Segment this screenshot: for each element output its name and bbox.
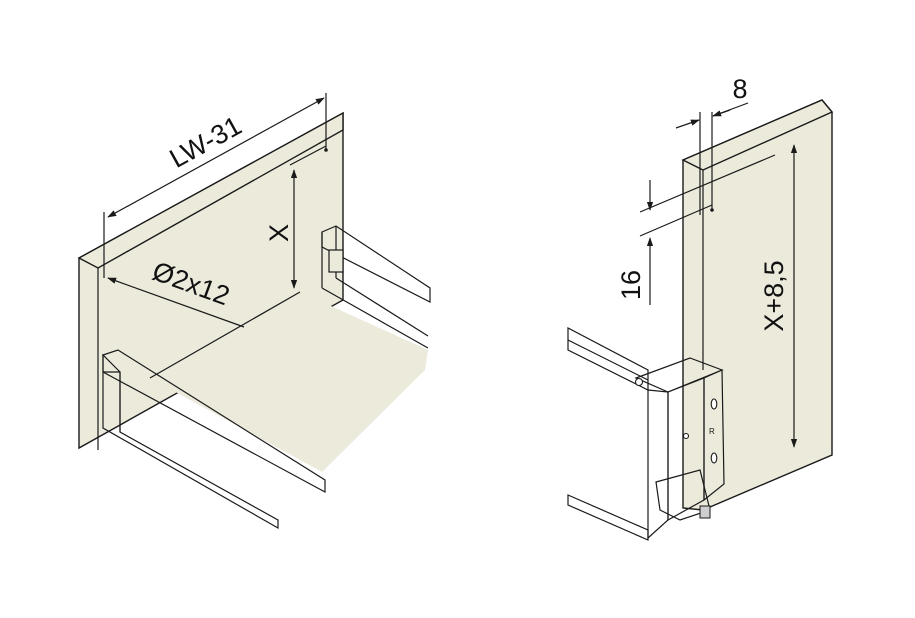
drawer-side-left [102, 349, 326, 530]
right-drawer-side [567, 327, 649, 541]
dimension-height-left-label: X [264, 224, 294, 242]
drawer-bottom [150, 292, 428, 472]
right-back-panel [681, 99, 834, 511]
dimension-height-left: X [264, 169, 298, 289]
drawer-bracket: R [634, 357, 725, 540]
right-drawer-diagram: R 8 16 X+8,5 [567, 74, 834, 541]
dimension-offset: 8 [675, 74, 749, 215]
dimension-length-label: LW-31 [165, 110, 247, 174]
dimension-height-right-label: X+8,5 [759, 260, 789, 331]
dimension-offset-label: 8 [732, 74, 747, 104]
dimension-height-right: X+8,5 [759, 144, 798, 448]
dimension-spacing-label: 16 [616, 270, 646, 300]
drawer-side-right [321, 225, 431, 349]
left-drawer-diagram: LW-31 X Ø2x12 [77, 93, 431, 530]
right-back-panel-top [681, 99, 834, 171]
dimension-spacing: 16 [616, 154, 776, 305]
side-cutout [328, 249, 344, 273]
bracket-mark: R [709, 427, 715, 436]
hole-marker-top [324, 148, 328, 152]
